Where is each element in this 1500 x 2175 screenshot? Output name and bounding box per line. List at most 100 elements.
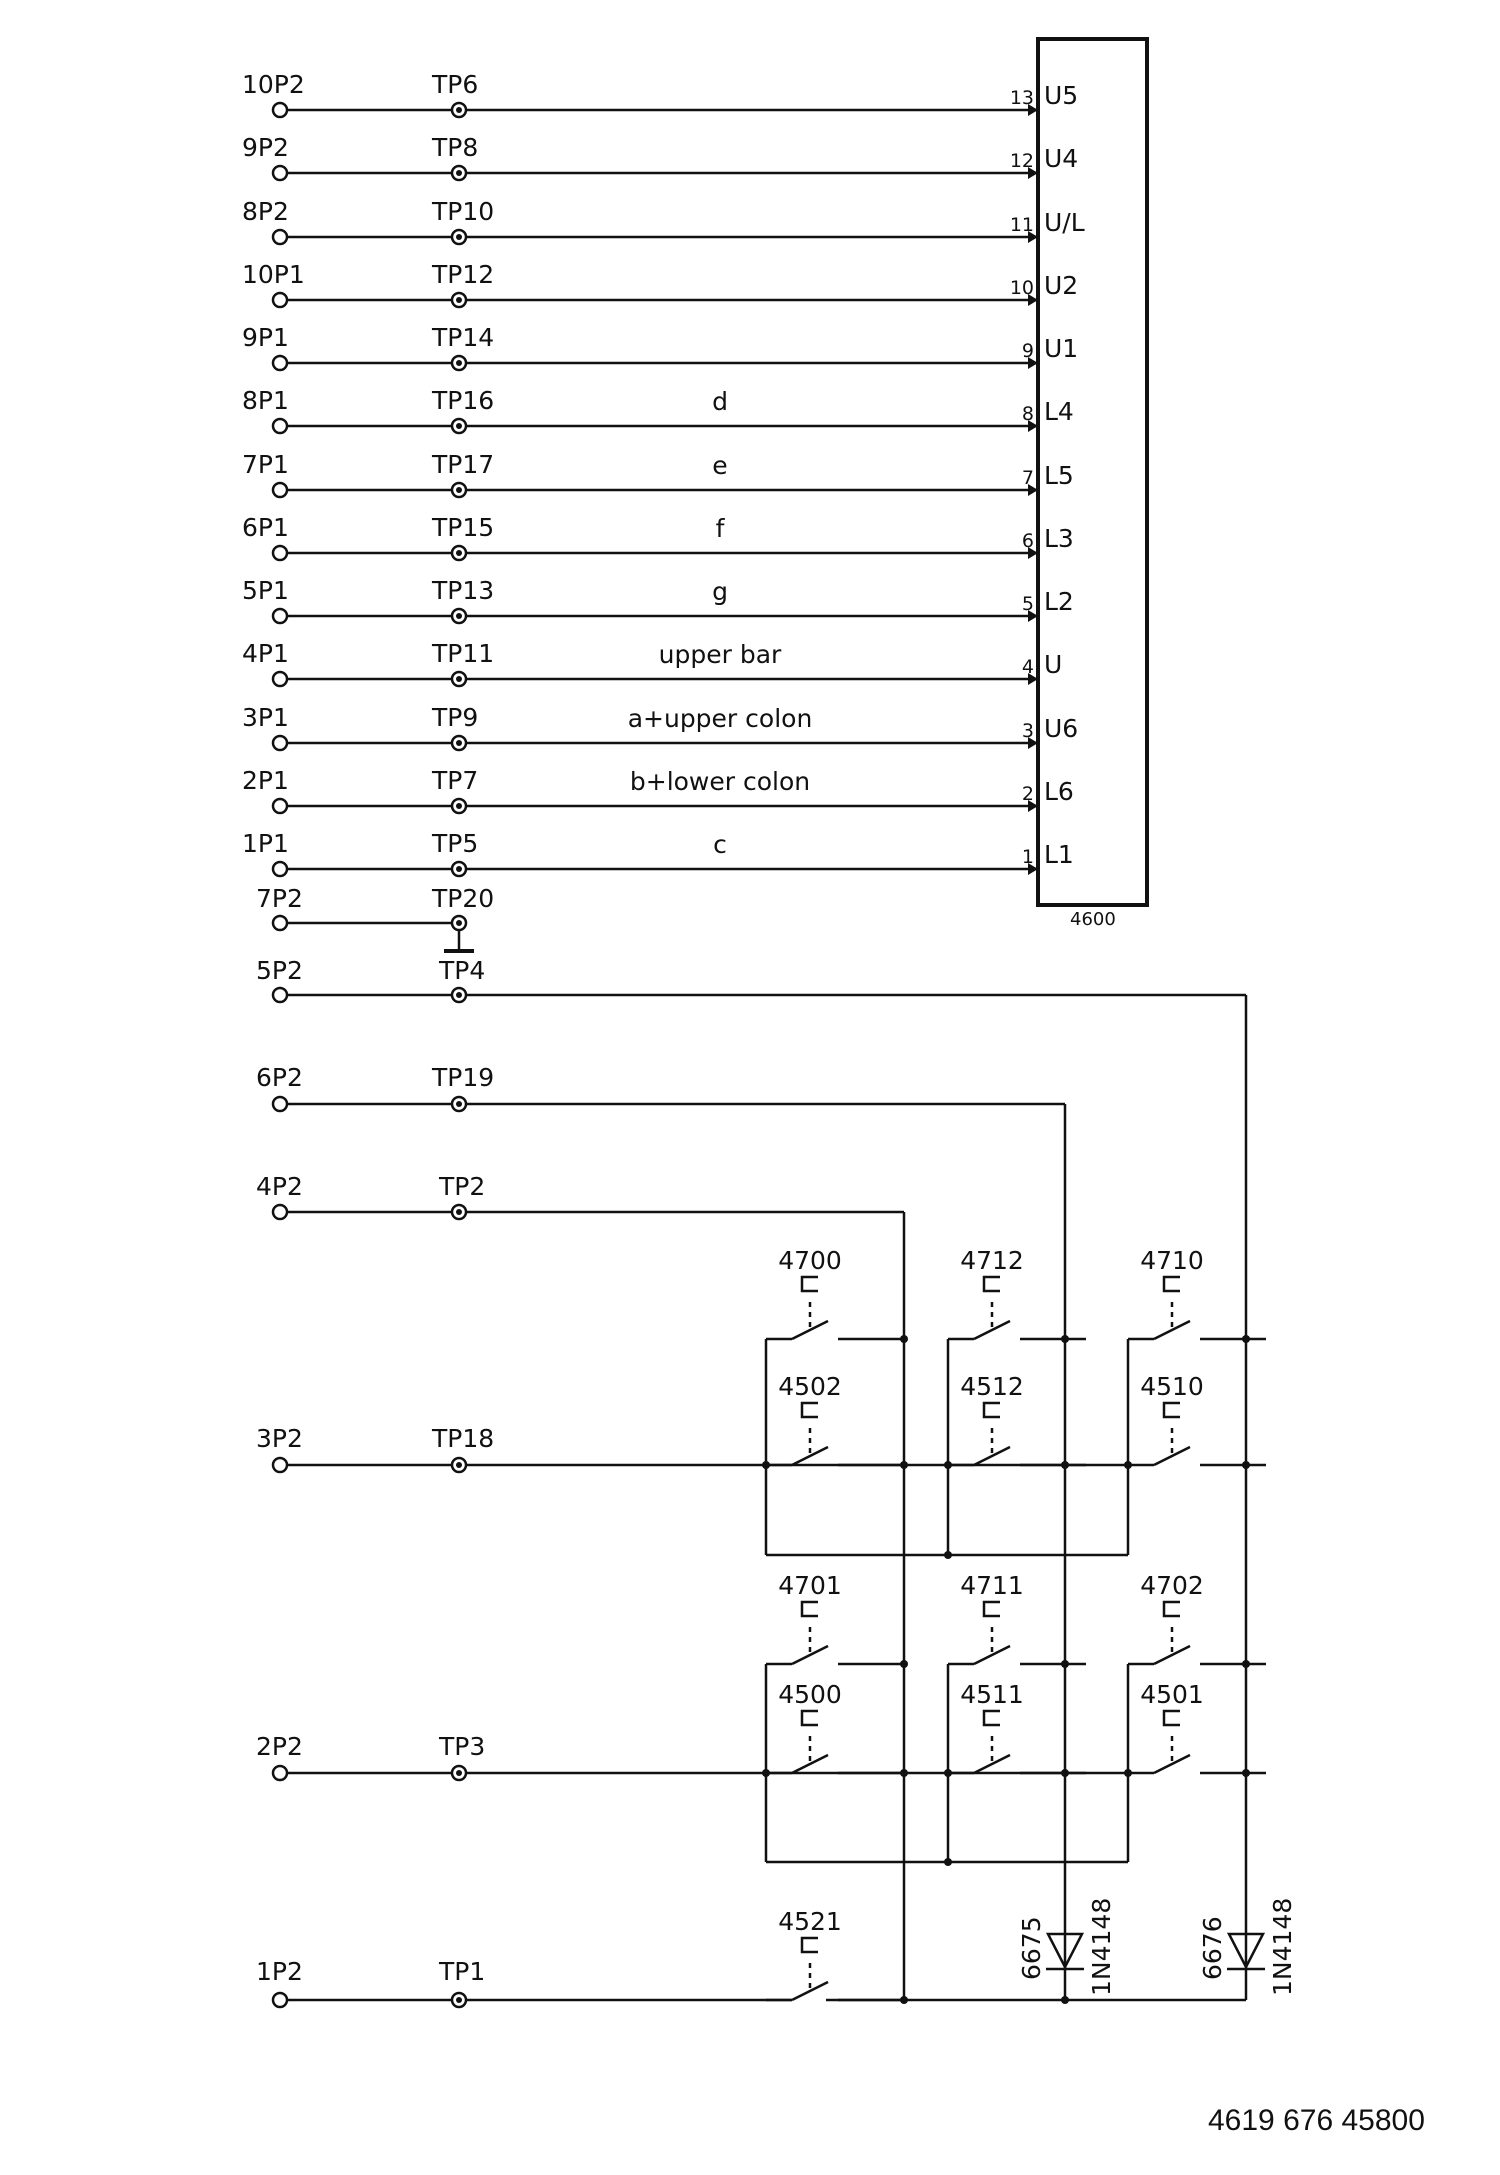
ic-pin-number: 4 (1022, 656, 1034, 678)
testpoint-label: TP20 (431, 884, 494, 913)
ic-pin-name: U (1044, 650, 1062, 679)
switch-actuator-head (1162, 1709, 1180, 1727)
connector-terminal (271, 986, 289, 1004)
ic-pin-number: 10 (1010, 277, 1034, 299)
connector-label: 4P1 (242, 639, 289, 668)
testpoint-dot (456, 1997, 462, 2003)
connector-label: 7P2 (256, 884, 303, 913)
connector-terminal (271, 860, 289, 878)
pin-arrow (1028, 357, 1038, 369)
testpoint-label: TP4 (438, 956, 485, 985)
pin-arrow (1028, 484, 1038, 496)
switch-4502: 4502 (766, 1372, 904, 1467)
ic-pin-number: 3 (1022, 720, 1034, 742)
testpoint-dot (456, 866, 462, 872)
connector-label: 9P1 (242, 323, 289, 352)
testpoint-label: TP1 (438, 1957, 485, 1986)
switch-4511: 4511 (948, 1680, 1086, 1775)
switch-blade (791, 1753, 829, 1775)
ic-pin-name: U6 (1044, 714, 1078, 743)
switch-actuator-head (982, 1709, 1000, 1727)
testpoint-label: TP14 (431, 323, 494, 352)
signal-label: b+lower colon (630, 767, 810, 796)
switch-actuator-head (800, 1401, 818, 1419)
switch-ref: 4521 (778, 1907, 842, 1936)
testpoint-label: TP18 (431, 1424, 494, 1453)
switch-4701: 4701 (766, 1571, 904, 1666)
keypad-line: 5P2 TP4 (256, 956, 1246, 1004)
connector-terminal (271, 291, 289, 309)
junction-dot (944, 1551, 952, 1559)
connector-label: 10P1 (242, 260, 305, 289)
switch-ref: 4500 (778, 1680, 842, 1709)
ic-pin-name: L4 (1044, 397, 1074, 426)
switch-actuator-head (982, 1600, 1000, 1618)
testpoint-label: TP12 (431, 260, 494, 289)
switch-actuator-head (800, 1936, 818, 1954)
ic-pin-number: 6 (1022, 530, 1034, 552)
switch-4512: 4512 (948, 1372, 1086, 1467)
signal-label: upper bar (659, 640, 782, 669)
switch-ref: 4712 (960, 1246, 1024, 1275)
diode-type: 1N4148 (1087, 1898, 1116, 1996)
pin-arrow (1028, 294, 1038, 306)
switch-actuator-head (800, 1709, 818, 1727)
switch-ref: 4702 (1140, 1571, 1204, 1600)
ic-pin-number: 2 (1022, 783, 1034, 805)
switch-ref: 4512 (960, 1372, 1024, 1401)
switch-actuator-head (800, 1600, 818, 1618)
connector-label: 4P2 (256, 1172, 303, 1201)
connector-terminal (271, 914, 289, 932)
testpoint-label: TP3 (438, 1732, 485, 1761)
testpoint-label: TP7 (431, 766, 478, 795)
ic-pin-number: 11 (1010, 214, 1034, 236)
testpoint-label: TP5 (431, 829, 478, 858)
testpoint-dot (456, 297, 462, 303)
testpoint-label: TP11 (431, 639, 494, 668)
connector-terminal (271, 1095, 289, 1113)
connector-terminal (271, 797, 289, 815)
connector-label: 6P2 (256, 1063, 303, 1092)
ground-line: 7P2 TP20 (256, 884, 494, 953)
connector-terminal (271, 1456, 289, 1474)
switch-4700: 4700 (766, 1246, 904, 1341)
connector-terminal (271, 1991, 289, 2009)
switch-4711: 4711 (948, 1571, 1086, 1666)
testpoint-dot (456, 1462, 462, 1468)
diode-6676: 6676 1N4148 (1198, 1898, 1297, 1996)
connector-label: 1P2 (256, 1957, 303, 1986)
testpoint-dot (456, 1101, 462, 1107)
keypad-line: 4P2 TP2 (256, 1172, 904, 1221)
ic-designator: 4600 (1070, 909, 1116, 930)
switch-actuator-head (1162, 1600, 1180, 1618)
testpoint-label: TP19 (431, 1063, 494, 1092)
switch-blade (791, 1644, 829, 1666)
connector-terminal (271, 734, 289, 752)
testpoint-label: TP10 (431, 197, 494, 226)
connector-terminal (271, 544, 289, 562)
connector-terminal (271, 670, 289, 688)
testpoint-dot (456, 170, 462, 176)
ic-pin-name: U1 (1044, 334, 1078, 363)
pin-arrow (1028, 231, 1038, 243)
switch-4712: 4712 (948, 1246, 1086, 1341)
ic-pin-name: L1 (1044, 840, 1074, 869)
connector-terminal (271, 164, 289, 182)
switch-ref: 4701 (778, 1571, 842, 1600)
ic-pin-name: L3 (1044, 524, 1074, 553)
switch-blade (791, 1445, 829, 1467)
ic-pin-number: 12 (1010, 150, 1034, 172)
switch-ref: 4511 (960, 1680, 1024, 1709)
switch-4710: 4710 (1128, 1246, 1266, 1341)
testpoint-dot (456, 107, 462, 113)
signal-label: e (712, 451, 727, 480)
keypad-matrix-wiring (762, 995, 1250, 2004)
connector-terminal (271, 1203, 289, 1221)
